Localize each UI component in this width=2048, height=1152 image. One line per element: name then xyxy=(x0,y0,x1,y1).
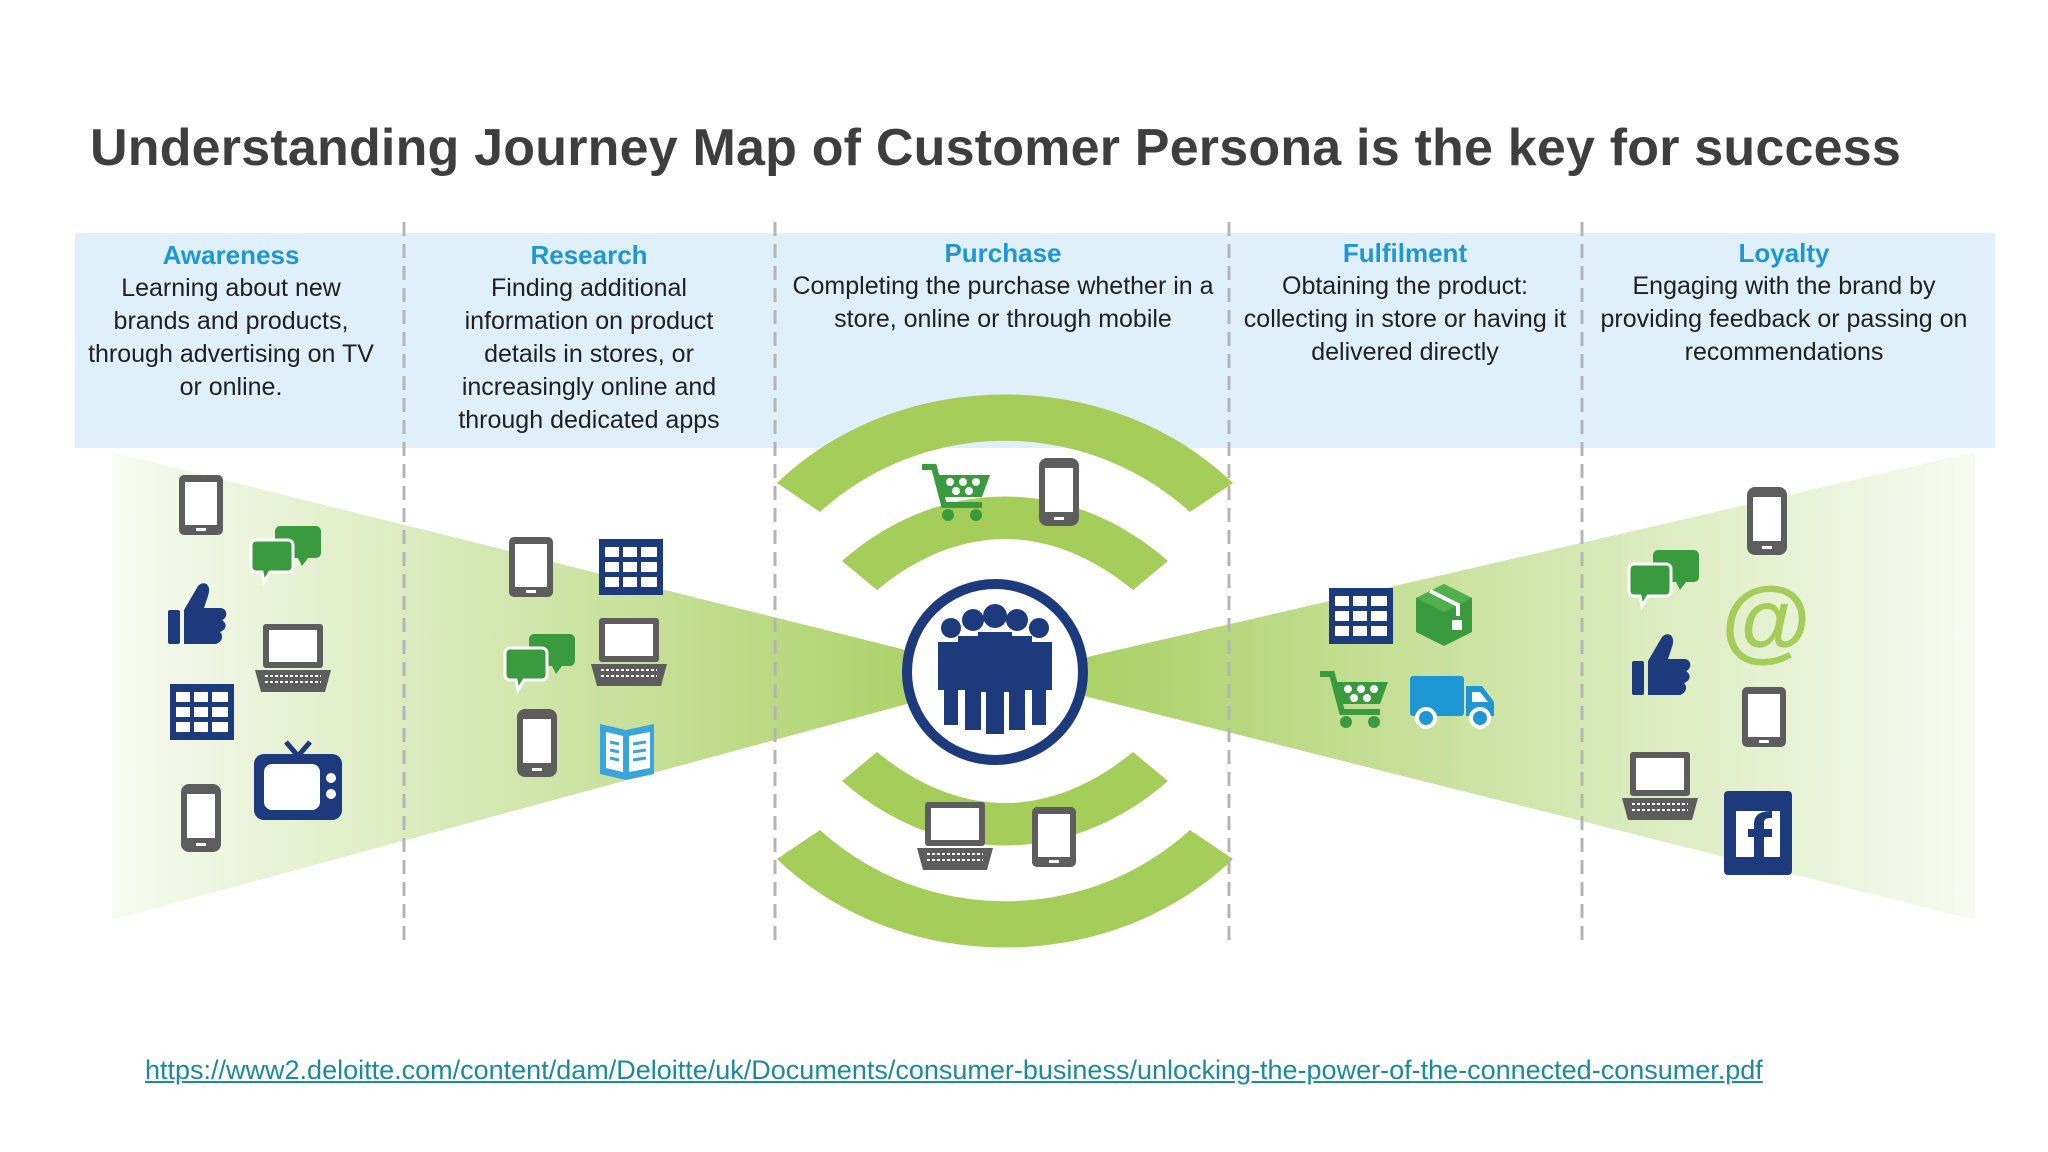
store-building-icon xyxy=(170,684,234,740)
stage-description: Engaging with the brand by providing fee… xyxy=(1600,272,1968,366)
customers-group-icon xyxy=(902,579,1088,765)
tablet-icon xyxy=(1742,687,1786,747)
tablet-icon xyxy=(1032,807,1076,867)
at-sign-icon xyxy=(1721,569,1811,671)
tablet-icon xyxy=(179,475,223,535)
laptop-icon xyxy=(590,617,668,687)
awareness-funnel xyxy=(112,452,1010,920)
stage-name: Loyalty xyxy=(1738,238,1830,268)
smartphone-icon xyxy=(1747,487,1787,555)
stage-description: Completing the purchase whether in a sto… xyxy=(792,272,1214,333)
stage-loyalty: Loyalty Engaging with the brand by provi… xyxy=(1594,236,1974,369)
laptop-icon xyxy=(916,801,994,871)
stage-name: Research xyxy=(530,240,648,270)
stage-name: Purchase xyxy=(944,238,1062,268)
laptop-icon xyxy=(254,623,332,693)
store-building-icon xyxy=(1329,588,1393,644)
loyalty-funnel xyxy=(1005,452,1975,920)
stage-name: Awareness xyxy=(162,240,300,270)
stage-awareness: Awareness Learning about new brands and … xyxy=(88,238,374,404)
source-link[interactable]: https://www2.deloitte.com/content/dam/De… xyxy=(145,1055,1763,1085)
stage-research: Research Finding additional information … xyxy=(430,238,748,437)
stage-fulfilment: Fulfilment Obtaining the product: collec… xyxy=(1243,236,1567,369)
stage-name: Fulfilment xyxy=(1342,238,1468,268)
tablet-icon xyxy=(509,537,553,597)
book-icon xyxy=(598,722,656,782)
column-separators xyxy=(402,222,1584,940)
purchase-arcs xyxy=(777,394,1233,948)
store-building-icon xyxy=(599,539,663,595)
facebook-icon xyxy=(1724,791,1792,875)
stage-description: Finding additional information on produc… xyxy=(458,274,720,434)
smartphone-icon xyxy=(181,784,221,852)
smartphone-icon xyxy=(1039,458,1079,526)
stage-purchase: Purchase Completing the purchase whether… xyxy=(787,236,1219,336)
smartphone-icon xyxy=(517,709,557,777)
stage-description: Obtaining the product: collecting in sto… xyxy=(1243,272,1567,366)
stage-description: Learning about new brands and products, … xyxy=(88,274,374,401)
laptop-icon xyxy=(1621,751,1699,821)
slide-title: Understanding Journey Map of Customer Pe… xyxy=(90,119,1901,177)
